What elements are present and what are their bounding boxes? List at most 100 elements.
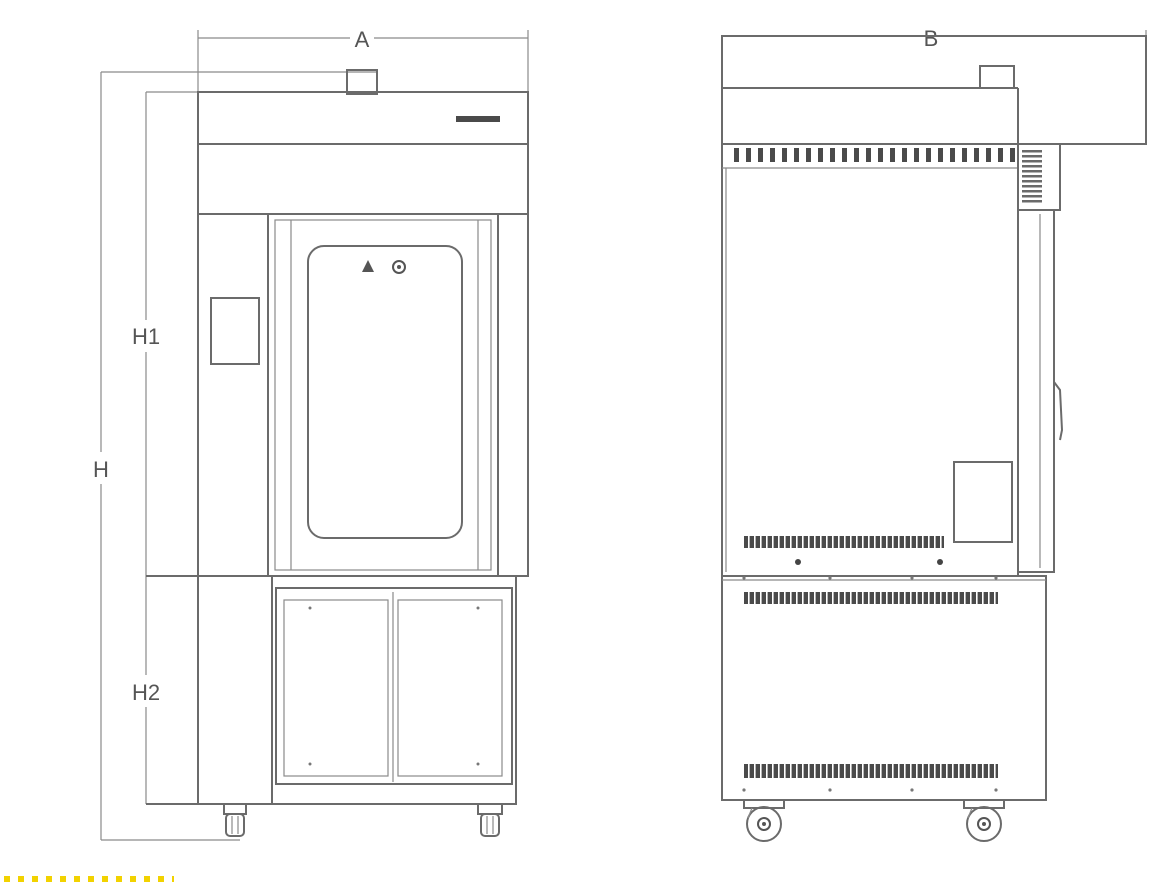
- vent-slot: [952, 592, 954, 604]
- vent-slot: [940, 536, 942, 548]
- vent-slot: [850, 764, 852, 778]
- dimension-b: B: [722, 24, 1147, 51]
- vent-slot: [890, 148, 895, 162]
- vent-slot: [902, 148, 907, 162]
- side-access-panel: [953, 461, 1013, 543]
- vent-slot: [794, 148, 799, 162]
- vent-slot: [904, 536, 906, 548]
- vent-slot: [748, 592, 750, 604]
- vent-slot: [904, 592, 906, 604]
- vent-slot: [1022, 170, 1042, 173]
- vent-slot: [970, 592, 972, 604]
- footer-accent-line: [4, 876, 174, 882]
- vent-slot: [806, 148, 811, 162]
- dimension-label-a: A: [355, 27, 370, 52]
- vent-slot: [760, 592, 762, 604]
- vent-slot: [748, 764, 750, 778]
- vent-slot: [826, 764, 828, 778]
- vent-slot: [982, 764, 984, 778]
- side-stand-vent-slits: [748, 592, 996, 778]
- vent-slot: [898, 536, 900, 548]
- vent-slot: [910, 592, 912, 604]
- vent-slot: [784, 764, 786, 778]
- front-stand-frame: [275, 587, 513, 785]
- vent-slot: [892, 764, 894, 778]
- side-caster-right: [963, 799, 1005, 842]
- vent-slot: [754, 592, 756, 604]
- vent-slot: [814, 536, 816, 548]
- vent-slot: [1022, 180, 1042, 183]
- vent-slot: [838, 764, 840, 778]
- vent-slot: [826, 536, 828, 548]
- info-circle-icon: [392, 260, 406, 274]
- vent-slot: [772, 764, 774, 778]
- vent-slot: [778, 592, 780, 604]
- vent-slot: [844, 764, 846, 778]
- vent-slot: [1022, 190, 1042, 193]
- vent-slot: [790, 764, 792, 778]
- vent-slot: [934, 592, 936, 604]
- vent-slot: [916, 536, 918, 548]
- vent-slot: [820, 592, 822, 604]
- side-stand: [721, 575, 1047, 801]
- vent-slot: [962, 148, 967, 162]
- vent-slot: [892, 536, 894, 548]
- vent-slot: [1022, 150, 1042, 153]
- vent-slot: [976, 592, 978, 604]
- vent-slot: [910, 764, 912, 778]
- vent-slot: [778, 764, 780, 778]
- vent-slot: [988, 764, 990, 778]
- vent-slot: [820, 536, 822, 548]
- vent-slot: [866, 148, 871, 162]
- vent-slot: [914, 148, 919, 162]
- dimension-h1: H1: [128, 91, 200, 576]
- vent-slot: [844, 592, 846, 604]
- vent-slot: [922, 592, 924, 604]
- vent-slot: [1022, 195, 1042, 198]
- vent-slot: [808, 764, 810, 778]
- vent-slot: [910, 536, 912, 548]
- front-cabinet-door-right: [397, 599, 503, 777]
- vent-slot: [958, 764, 960, 778]
- side-oven-body: [721, 143, 1019, 577]
- vent-slot: [874, 764, 876, 778]
- vent-slot: [952, 764, 954, 778]
- side-stand-vent-top: [744, 592, 998, 604]
- vent-slot: [802, 592, 804, 604]
- vent-slot: [766, 536, 768, 548]
- vent-slot: [856, 764, 858, 778]
- vent-slot: [758, 148, 763, 162]
- vent-slot: [832, 592, 834, 604]
- vent-slot: [830, 148, 835, 162]
- front-control-panel: [210, 297, 260, 365]
- vent-slot: [928, 764, 930, 778]
- vent-slot: [922, 536, 924, 548]
- vent-slot: [754, 764, 756, 778]
- vent-slot: [790, 536, 792, 548]
- vent-slot: [926, 148, 931, 162]
- vent-slot: [898, 592, 900, 604]
- vent-slot: [862, 592, 864, 604]
- vent-slot: [862, 536, 864, 548]
- vent-slot: [880, 764, 882, 778]
- front-stand: [197, 575, 517, 805]
- vent-slot: [1022, 185, 1042, 188]
- vent-slot: [796, 592, 798, 604]
- vent-slot: [784, 592, 786, 604]
- vent-slot: [974, 148, 979, 162]
- vent-slot: [734, 148, 739, 162]
- dimension-h2: H2: [126, 576, 200, 805]
- vent-slot: [938, 148, 943, 162]
- vent-slot: [950, 148, 955, 162]
- side-door-edge: [1017, 209, 1055, 573]
- vent-slot: [838, 536, 840, 548]
- vent-slot: [940, 764, 942, 778]
- front-cabinet-door-left: [283, 599, 389, 777]
- front-caster-left: [223, 803, 247, 837]
- vent-slot: [928, 536, 930, 548]
- vent-slot: [814, 764, 816, 778]
- vent-slot: [898, 764, 900, 778]
- vent-slot: [772, 536, 774, 548]
- vent-slot: [928, 592, 930, 604]
